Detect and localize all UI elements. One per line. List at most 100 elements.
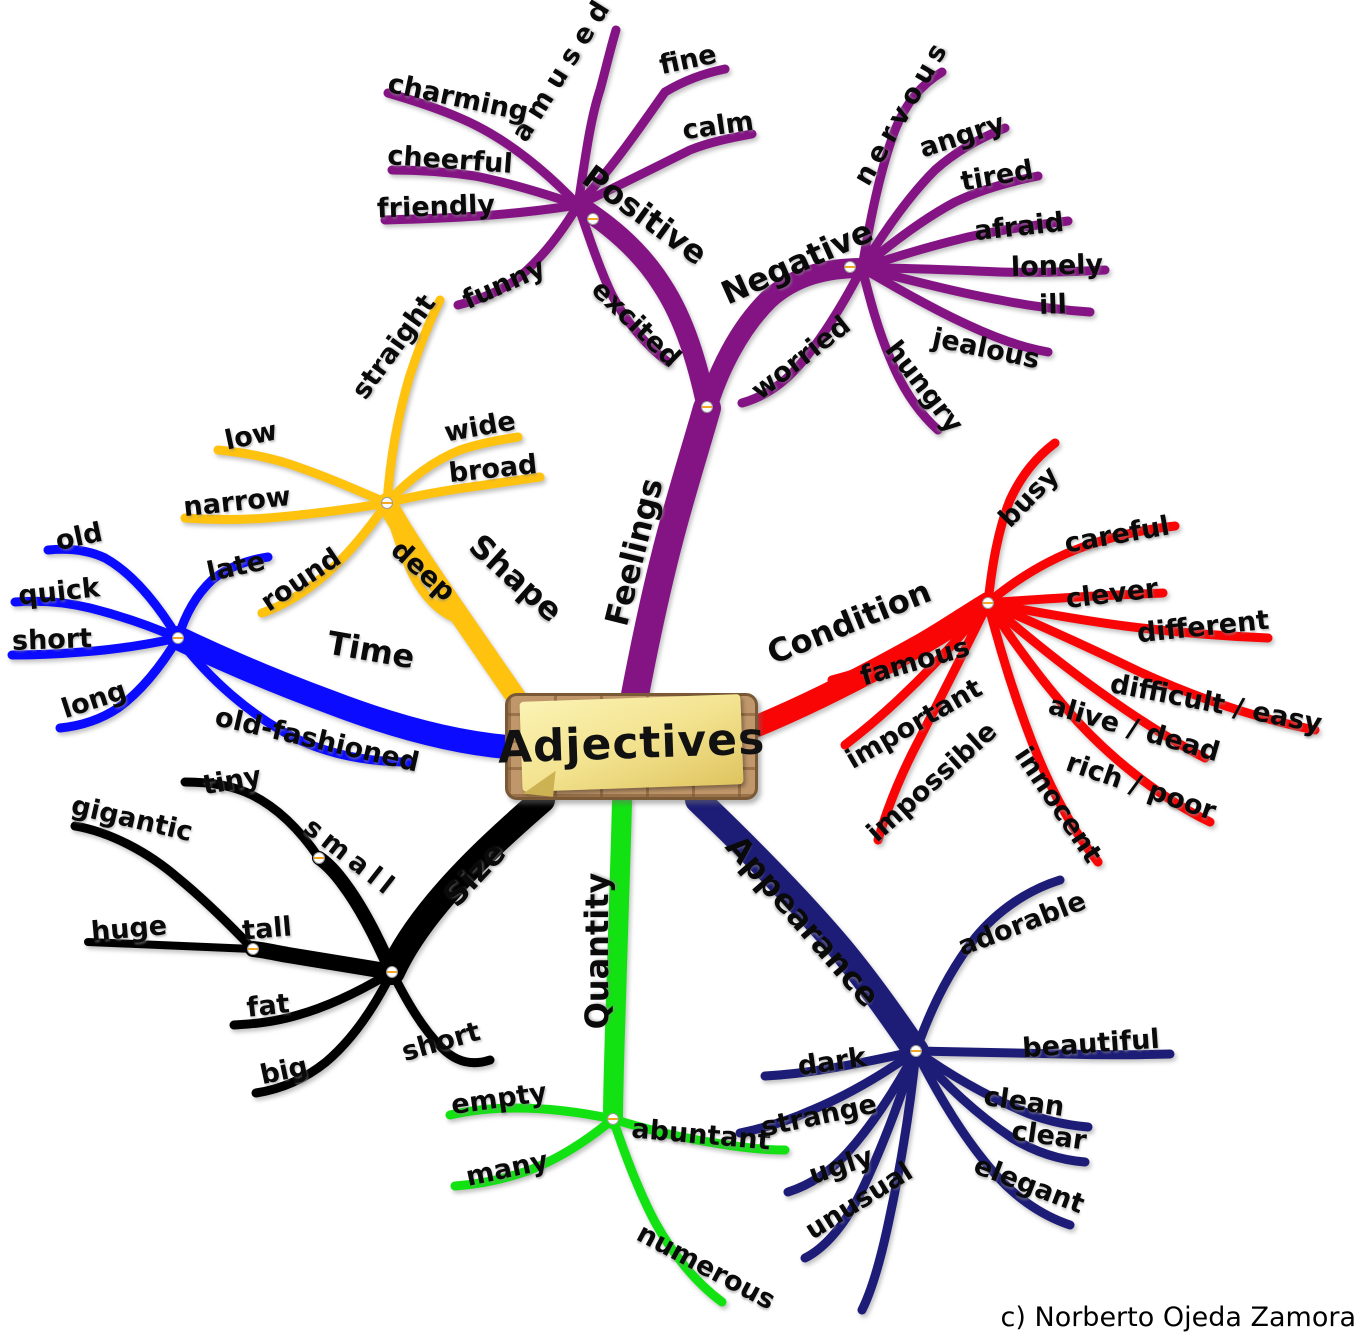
spoke-famous: [827, 598, 993, 685]
spoke-ill: [857, 263, 1095, 317]
branch-positive: [568, 195, 717, 418]
spoke-angry: [857, 123, 1010, 273]
spoke-fine: [573, 64, 730, 210]
word-ill: ill: [1038, 289, 1068, 321]
word-fat: fat: [245, 988, 291, 1024]
node-marker: [982, 597, 994, 609]
spoke-difficult-easy: [983, 598, 1320, 735]
stem-time: [166, 626, 519, 759]
sticky-note: Adjectives: [497, 694, 766, 797]
word-lonely: lonely: [1010, 248, 1104, 284]
spoke-lonely: [857, 263, 1110, 277]
spoke-gigantic: [70, 821, 258, 954]
stem-quantity: [603, 792, 632, 1129]
spoke-funny: [453, 200, 583, 310]
word-friendly: friendly: [376, 189, 496, 225]
spoke-cheerful: [387, 165, 583, 210]
spoke-careful: [983, 521, 1180, 608]
spoke-dark: [760, 1046, 921, 1081]
spoke-jealous: [857, 263, 1053, 357]
spoke-short-time: [7, 633, 183, 660]
spoke-low: [213, 445, 392, 508]
spoke-adorable: [911, 875, 1065, 1056]
branch-label-quantity: Quantity: [578, 872, 616, 1030]
branch-size: [70, 777, 555, 1098]
spoke-fat: [229, 967, 397, 1030]
node-marker: [381, 497, 393, 509]
branch-negative: [697, 258, 872, 418]
spoke-unusual: [800, 1046, 921, 1263]
spoke-excited: [573, 200, 673, 367]
spoke-numerous: [608, 1114, 727, 1307]
spoke-tiny: [180, 777, 324, 863]
spoke-short-size: [387, 967, 495, 1068]
spoke-calm: [573, 129, 757, 210]
spoke-strange: [735, 1046, 921, 1138]
spoke-impossible: [873, 598, 993, 845]
spoke-charming: [383, 88, 583, 210]
spoke-friendly: [380, 200, 583, 225]
spoke-nervous: [857, 67, 947, 273]
branch-time: [7, 544, 519, 767]
spoke-hungry: [857, 263, 943, 435]
note-fold: [523, 767, 556, 797]
spoke-clear: [911, 1046, 1090, 1167]
spoke-ugly: [783, 1046, 921, 1197]
branch-feelings: [380, 25, 1110, 714]
spoke-narrow: [180, 498, 392, 524]
spoke-afraid: [857, 216, 1073, 273]
spoke-different: [983, 598, 1273, 643]
spoke-important: [840, 598, 993, 750]
spoke-busy: [983, 438, 1060, 608]
node-marker: [247, 943, 259, 955]
node-marker: [607, 1113, 619, 1125]
node-marker: [587, 213, 599, 225]
spoke-beautiful: [911, 1046, 1175, 1060]
branch-condition: [746, 438, 1320, 867]
spoke-deep: [382, 498, 460, 623]
word-huge: huge: [89, 910, 169, 948]
branch-shape: [180, 295, 545, 713]
spoke-amused: [573, 25, 621, 210]
branch-quantity: [445, 792, 790, 1307]
stem-shape: [377, 493, 530, 713]
node-marker: [844, 261, 856, 273]
stem-size: [379, 787, 555, 985]
spoke-old-fashioned: [173, 633, 413, 767]
copyright-text: c) Norberto Ojeda Zamora: [1000, 1302, 1356, 1333]
node-marker: [172, 632, 184, 644]
spoke-innocent: [983, 598, 1103, 867]
spoke-worried: [737, 263, 867, 408]
center-topic: Adjectives: [497, 693, 766, 800]
spoke-wide: [382, 432, 523, 508]
spoke-rich-poor: [983, 598, 1215, 827]
spoke-late: [173, 552, 273, 643]
spoke-quick: [10, 596, 183, 643]
spoke-big: [251, 967, 397, 1098]
word-tall: tall: [240, 911, 294, 947]
branch-size-trunk: [245, 941, 400, 980]
spoke-clever: [983, 588, 1168, 608]
node-marker: [386, 966, 398, 978]
spoke-many: [450, 1114, 618, 1191]
spoke-alive-dead: [983, 598, 1210, 763]
stem-appearance: [685, 787, 929, 1064]
node-marker: [313, 852, 325, 864]
spoke-broad: [382, 472, 545, 508]
branch-small: [312, 851, 399, 979]
word-short-time: short: [11, 623, 93, 657]
spoke-elegant: [911, 1046, 1075, 1230]
branch-appearance: [685, 787, 1175, 1315]
spoke-old: [43, 544, 183, 643]
spoke-clean: [911, 1046, 1093, 1132]
spoke-round: [257, 498, 392, 618]
spoke-appearance-tail: [857, 1046, 921, 1315]
node-marker: [910, 1045, 922, 1057]
spoke-empty: [445, 1103, 618, 1124]
spoke-straight: [382, 295, 445, 508]
spoke-long: [55, 633, 183, 733]
stem-feelings: [620, 394, 721, 714]
spoke-huge-tall: [84, 938, 257, 953]
